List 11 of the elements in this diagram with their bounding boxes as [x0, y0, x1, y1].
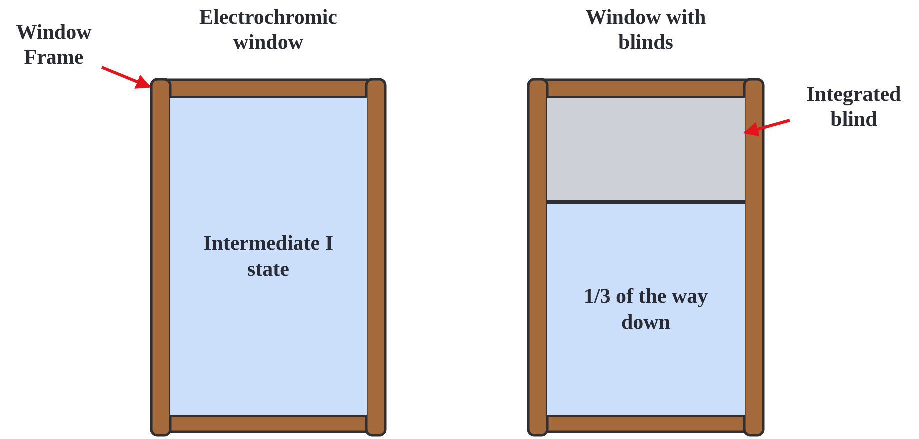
window-title: Window with blinds — [584, 5, 708, 56]
glass-pane — [547, 202, 745, 417]
window-title: Electrochromic window — [198, 5, 338, 56]
glass-pane — [170, 96, 367, 417]
blind-panel — [547, 96, 745, 202]
leader-arrow — [101, 66, 152, 89]
callout-label: Window Frame — [15, 20, 93, 70]
callout-label: Integrated blind — [806, 82, 902, 132]
leader-arrow — [744, 119, 790, 137]
pane-label: Intermediate I state — [202, 231, 335, 282]
pane-label: 1/3 of the way down — [582, 284, 710, 335]
